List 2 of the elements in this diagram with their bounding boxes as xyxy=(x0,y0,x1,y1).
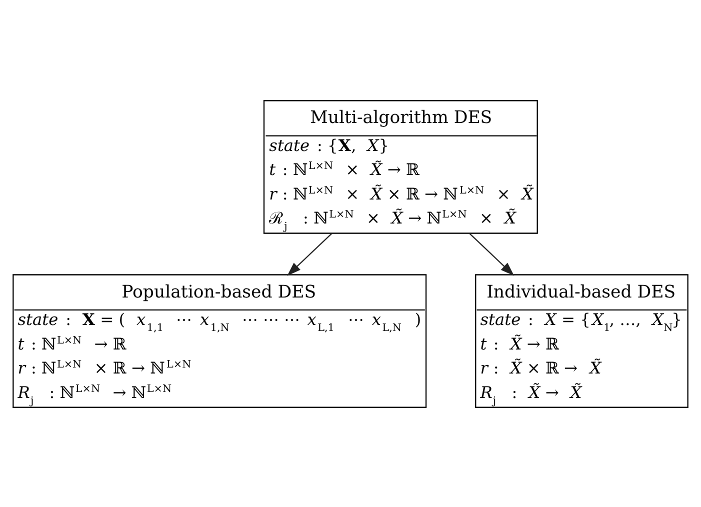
arrow xyxy=(469,232,514,276)
arrow xyxy=(287,232,332,276)
